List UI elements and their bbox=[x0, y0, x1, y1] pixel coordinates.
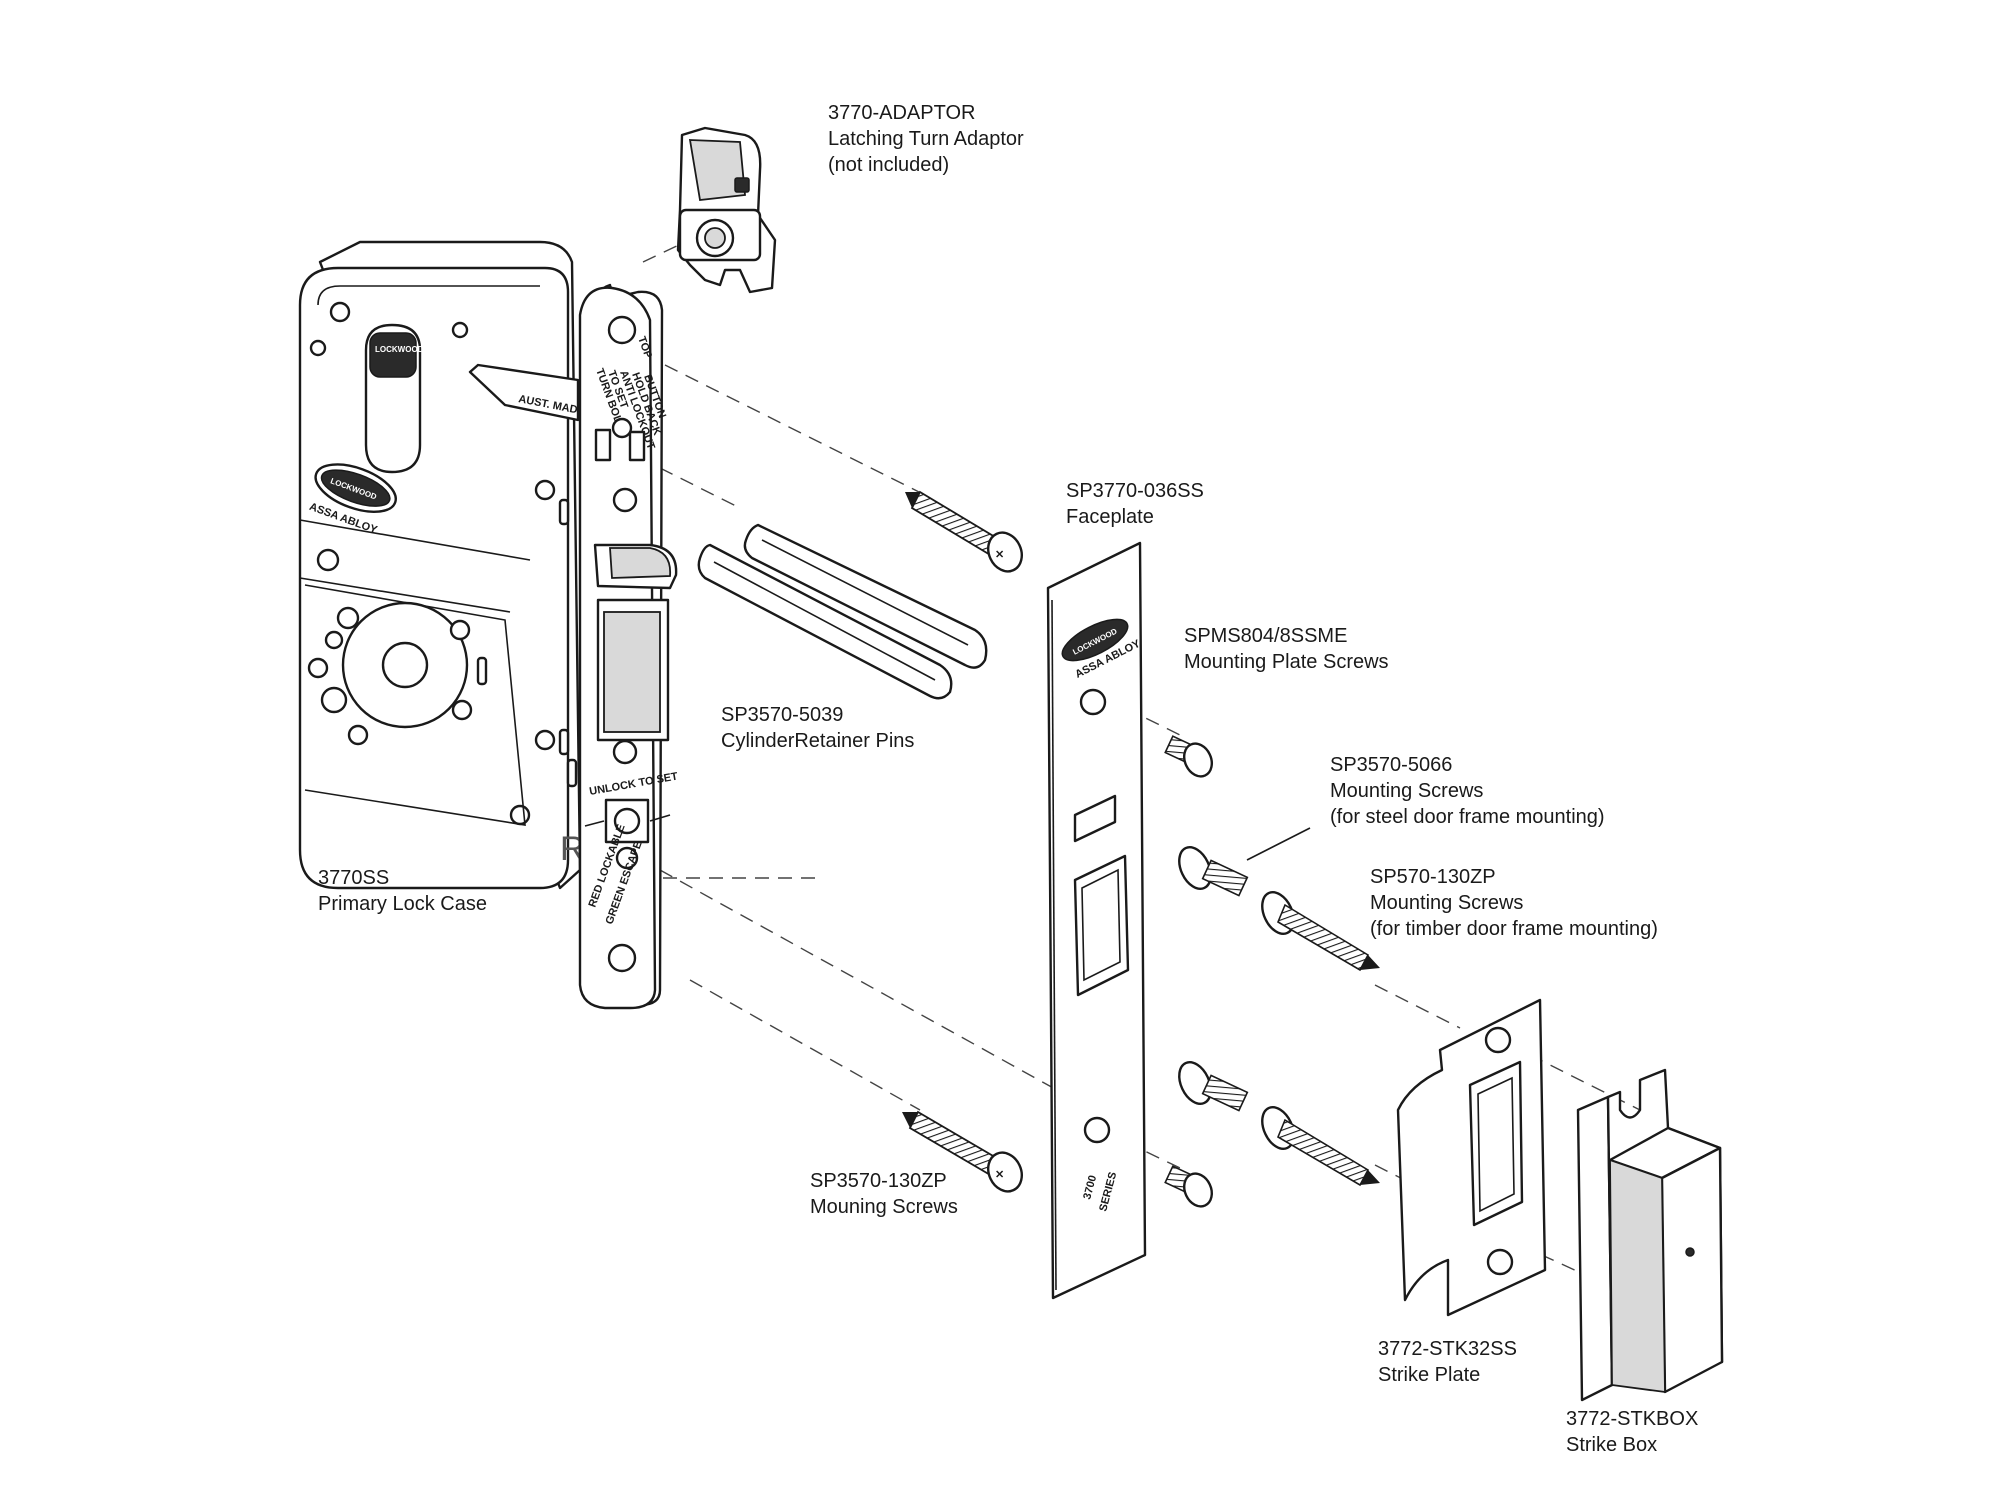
timber-screws-part-number: SP570-130ZP bbox=[1370, 866, 1496, 888]
label-strike-plate: 3772-STK32SS Strike Plate bbox=[1378, 1336, 1517, 1388]
lock-case-description: Primary Lock Case bbox=[318, 893, 487, 915]
timber-screw-top-drawing bbox=[1261, 891, 1380, 972]
strike-plate-part-number: 3772-STK32SS bbox=[1378, 1338, 1517, 1360]
case-screws-part-number: SP3570-130ZP bbox=[810, 1170, 947, 1192]
faceplate-description: Faceplate bbox=[1066, 506, 1154, 528]
lock-forend-drawing: TOP TURN BOLT TO SET ANTI LOCKOUT HOLD B… bbox=[578, 283, 679, 1010]
adaptor-part-number: 3770-ADAPTOR bbox=[828, 102, 976, 124]
label-strike-box: 3772-STKBOX Strike Box bbox=[1566, 1406, 1698, 1458]
strike-plate-drawing bbox=[1396, 998, 1547, 1317]
faceplate-drawing: LOCKWOOD ASSA ABLOY 3700 SERIES bbox=[1046, 541, 1147, 1300]
case-screws-description: Mouning Screws bbox=[810, 1196, 958, 1218]
label-steel-screws: SP3570-5066 Mounting Screws (for steel d… bbox=[1330, 752, 1605, 830]
lock-case-part-number: 3770SS bbox=[318, 867, 390, 889]
lock-case-drawing: AUST. MADE LOCKWOOD LOCKWOOD ASSA ABLOY … bbox=[298, 240, 586, 890]
plate-screws-part-number: SPMS804/8SSME bbox=[1184, 625, 1348, 647]
faceplate-part-number: SP3770-036SS bbox=[1066, 480, 1204, 502]
strike-box-drawing bbox=[1576, 1068, 1724, 1402]
label-plate-screws: SPMS804/8SSME Mounting Plate Screws bbox=[1184, 623, 1389, 675]
strike-box-part-number: 3772-STKBOX bbox=[1566, 1408, 1699, 1430]
retainer-pins-description: CylinderRetainer Pins bbox=[721, 730, 915, 752]
plate-screw-top-drawing bbox=[1164, 735, 1213, 778]
label-faceplate: SP3770-036SS Faceplate bbox=[1066, 478, 1204, 530]
svg-text:✕: ✕ bbox=[995, 1169, 1004, 1181]
case-bottom-screw-drawing: ✕ bbox=[902, 1110, 1023, 1193]
adaptor-note: (not included) bbox=[828, 154, 950, 176]
strike-plate-description: Strike Plate bbox=[1378, 1364, 1481, 1386]
steel-screw-bottom-drawing bbox=[1178, 1061, 1249, 1112]
adaptor-description: Latching Turn Adaptor bbox=[828, 128, 1024, 150]
case-top-screw-drawing: ✕ bbox=[905, 490, 1023, 573]
steel-screws-note: (for steel door frame mounting) bbox=[1330, 806, 1605, 828]
label-adaptor: 3770-ADAPTOR Latching Turn Adaptor (not … bbox=[828, 100, 1024, 178]
timber-screws-note: (for timber door frame mounting) bbox=[1370, 918, 1658, 940]
timber-screw-bottom-drawing bbox=[1261, 1106, 1380, 1187]
steel-screws-description: Mounting Screws bbox=[1330, 780, 1484, 802]
retainer-pins-part-number: SP3570-5039 bbox=[721, 704, 844, 726]
label-retainer-pins: SP3570-5039 CylinderRetainer Pins bbox=[721, 702, 914, 754]
steel-screw-top-drawing bbox=[1178, 846, 1249, 897]
label-timber-screws: SP570-130ZP Mounting Screws (for timber … bbox=[1370, 864, 1658, 942]
plate-screw-bottom-drawing bbox=[1164, 1165, 1213, 1208]
adaptor-drawing bbox=[676, 126, 777, 294]
timber-screws-description: Mounting Screws bbox=[1370, 892, 1524, 914]
svg-text:✕: ✕ bbox=[995, 549, 1004, 561]
label-case-screws: SP3570-130ZP Mouning Screws bbox=[810, 1168, 958, 1220]
strike-box-description: Strike Box bbox=[1566, 1434, 1658, 1456]
steel-screws-part-number: SP3570-5066 bbox=[1330, 754, 1453, 776]
label-lock-case: 3770SS Primary Lock Case bbox=[318, 865, 487, 917]
retainer-pins-drawing bbox=[697, 523, 988, 700]
brand-badge-small: LOCKWOOD bbox=[375, 345, 424, 354]
plate-screws-description: Mounting Plate Screws bbox=[1184, 651, 1389, 673]
